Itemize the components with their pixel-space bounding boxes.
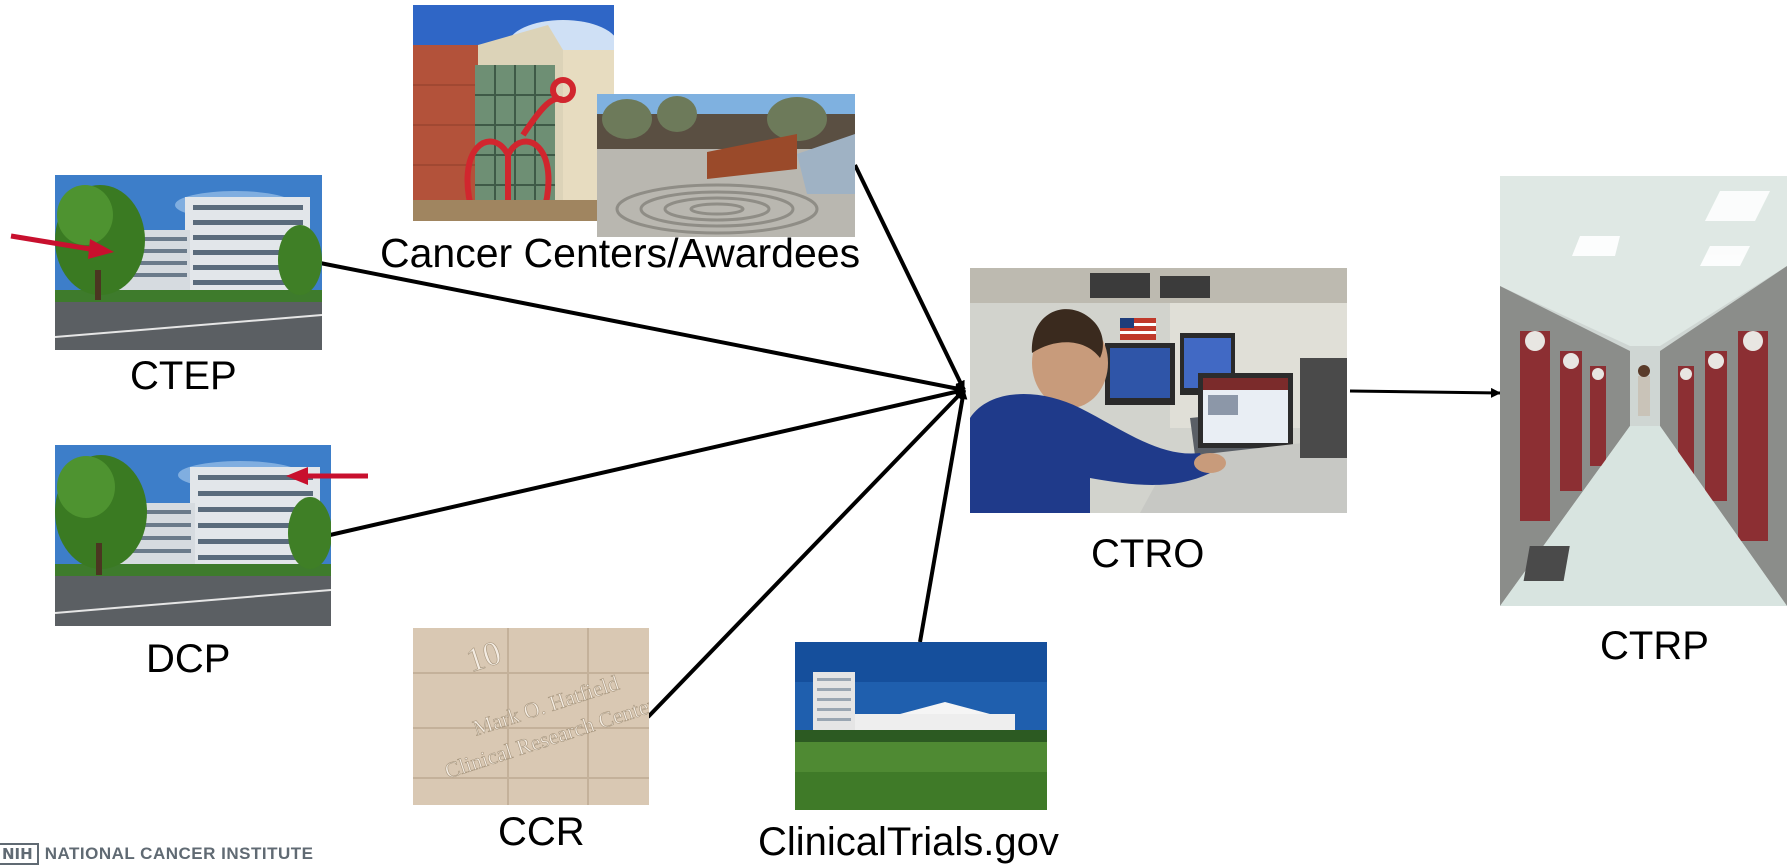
edge-ccr-ctro <box>646 388 966 719</box>
clinicaltrials-label: ClinicalTrials.gov <box>758 820 1059 864</box>
edge-clinicaltrials-ctro <box>918 389 968 643</box>
cancer-center-building-photo <box>413 5 614 221</box>
nih-mark: NIH <box>0 843 39 865</box>
ctro-workstation-photo <box>970 268 1347 513</box>
edge-ctro-ctrp <box>1349 387 1501 398</box>
cancer-center-plaza-photo <box>597 94 855 237</box>
edge-dcp-ctro <box>329 387 965 537</box>
nci-name: NATIONAL CANCER INSTITUTE <box>44 844 314 863</box>
ctrp-server-room-photo <box>1500 176 1787 606</box>
cancer-centers-label: Cancer Centers/Awardees <box>380 230 861 276</box>
ccr-sign-photo: 10 Mark O. Hatfield Clinical Research Ce… <box>413 628 649 805</box>
nci-logo: NIH NATIONAL CANCER INSTITUTE <box>0 842 313 866</box>
dcp-highlight-arrow <box>286 467 368 485</box>
clinicaltrials-campus-photo <box>795 642 1047 810</box>
edge-ctep-ctro <box>319 261 965 394</box>
ccr-label: CCR <box>498 810 585 854</box>
dcp-building-photo <box>55 445 331 626</box>
ctep-label: CTEP <box>130 354 237 398</box>
edge-cancer-centers-ctro <box>853 164 966 391</box>
ctep-highlight-arrow <box>10 233 114 259</box>
ctep-building-photo <box>55 175 322 350</box>
ctrp-label: CTRP <box>1600 624 1709 668</box>
dcp-label: DCP <box>146 637 231 681</box>
ctro-label: CTRO <box>1091 532 1205 576</box>
